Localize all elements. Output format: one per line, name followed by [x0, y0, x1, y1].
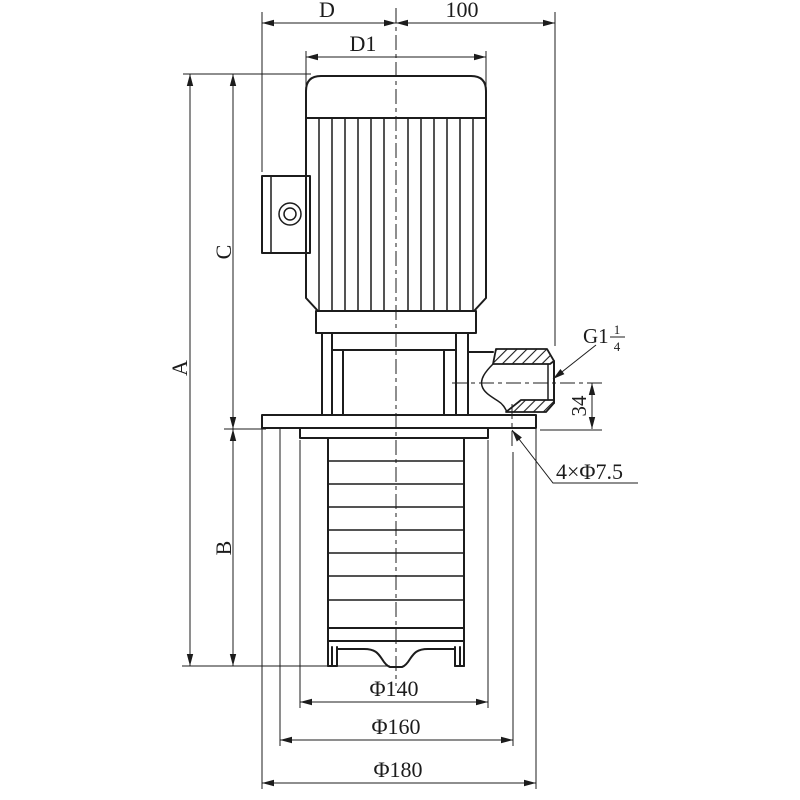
- label-thread: G1: [583, 324, 609, 348]
- label-dia140: Φ140: [369, 676, 418, 701]
- base-arch-profile: [336, 648, 456, 668]
- leader-thread: [552, 344, 597, 380]
- label-bolt-holes: 4×Φ7.5: [556, 459, 623, 484]
- mounting-flange: [261, 414, 537, 429]
- label-D1: D1: [350, 31, 377, 56]
- label-D: D: [319, 0, 335, 22]
- discharge-port: [480, 348, 555, 413]
- pump-head-adapter: [299, 427, 489, 439]
- port-break-line: [480, 363, 508, 413]
- pump-stand: [321, 332, 494, 416]
- label-A: A: [167, 360, 192, 376]
- stage-stack: [327, 437, 465, 629]
- cable-gland-outer: [278, 202, 302, 226]
- leader-bolt-holes: [511, 429, 638, 484]
- port-top-wall-hatch: [492, 348, 555, 365]
- label-thread-frac-den: 4: [614, 339, 621, 354]
- stage-lines: [328, 460, 464, 601]
- suction-base: [327, 627, 465, 668]
- dimension-labels: D 100 D1 A C B 34 G1 1 4 4×Φ7.5 Φ140 Φ16…: [167, 0, 623, 782]
- label-dia160: Φ160: [371, 714, 420, 739]
- port-bottom-wall-hatch: [505, 399, 555, 413]
- cable-gland-inner: [283, 207, 297, 221]
- pump-body: [261, 414, 537, 668]
- label-C: C: [211, 245, 236, 260]
- label-34: 34: [567, 395, 591, 417]
- extension-lines: [182, 12, 602, 789]
- label-thread-frac-num: 1: [614, 322, 621, 337]
- dimension-lines: [186, 19, 638, 787]
- terminal-box: [261, 175, 311, 254]
- centerlines: [395, 8, 602, 686]
- motor: [261, 75, 487, 334]
- label-dia180: Φ180: [373, 757, 422, 782]
- motor-base-plate: [315, 310, 477, 334]
- label-B: B: [211, 541, 236, 556]
- motor-cooling-fins: [318, 119, 474, 310]
- label-100: 100: [446, 0, 479, 22]
